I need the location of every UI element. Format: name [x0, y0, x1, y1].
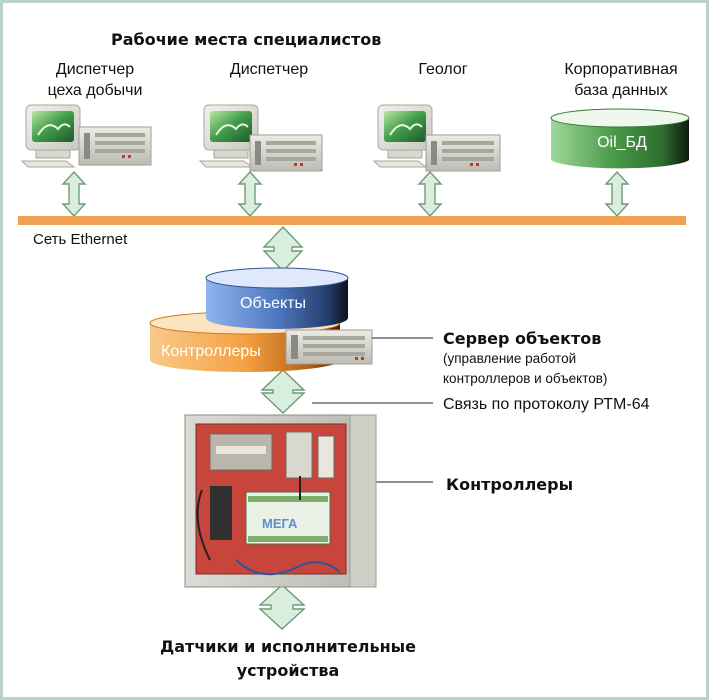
- server-description: (управление работой контроллеров и объек…: [443, 349, 607, 389]
- database-cylinder: [550, 108, 690, 169]
- controller-cabinet-picture: МЕГА: [184, 414, 377, 588]
- database-label: Корпоративная база данных: [543, 59, 699, 101]
- workstation-label-line: Диспетчер: [55, 61, 135, 78]
- workstation-label-dispatcher-production: Диспетчер цеха добычи: [27, 59, 163, 101]
- network-label: Сеть Ethernet: [33, 231, 128, 248]
- database-label-line: Корпоративная: [564, 61, 678, 78]
- bottom-label-line: Датчики и исполнительные: [160, 637, 416, 656]
- connection-arrow: [604, 170, 630, 218]
- connection-arrow: [417, 170, 443, 218]
- cabinet-logo: МЕГА: [262, 516, 298, 531]
- workstation-picture: [20, 104, 152, 168]
- diagram-title: Рабочие места специалистов: [111, 30, 382, 49]
- workstation-label-line: цеха добычи: [47, 82, 143, 99]
- connection-arrow: [237, 170, 263, 218]
- workstation-label-dispatcher: Диспетчер: [201, 59, 337, 80]
- workstation-label-line: Диспетчер: [229, 61, 309, 78]
- connection-arrow: [260, 369, 306, 414]
- objects-db-cylinder: [205, 267, 349, 329]
- bottom-label: Датчики и исполнительные устройства: [123, 635, 453, 683]
- server-description-line: контроллеров и объектов): [443, 371, 608, 386]
- ethernet-bus: [18, 216, 686, 225]
- database-name: Oil_БД: [597, 134, 647, 151]
- workstation-label-line: Геолог: [418, 61, 468, 78]
- workstation-label-geologist: Геолог: [375, 59, 511, 80]
- database-label-line: база данных: [574, 82, 668, 99]
- bottom-label-line: устройства: [236, 661, 340, 680]
- controllers-label: Контроллеры: [446, 475, 574, 494]
- workstation-picture: [372, 104, 501, 172]
- connection-arrow: [61, 170, 87, 218]
- server-title: Сервер объектов: [443, 329, 602, 348]
- connection-arrow: [262, 225, 304, 273]
- objects-db-label: Объекты: [240, 295, 306, 312]
- workstation-picture: [198, 104, 323, 172]
- controllers-db-label: Контроллеры: [161, 343, 261, 360]
- server-picture: [285, 329, 373, 365]
- server-description-line: (управление работой: [443, 351, 577, 366]
- connection-arrow: [258, 584, 306, 630]
- protocol-label: Связь по протоколу РТМ-64: [443, 396, 650, 413]
